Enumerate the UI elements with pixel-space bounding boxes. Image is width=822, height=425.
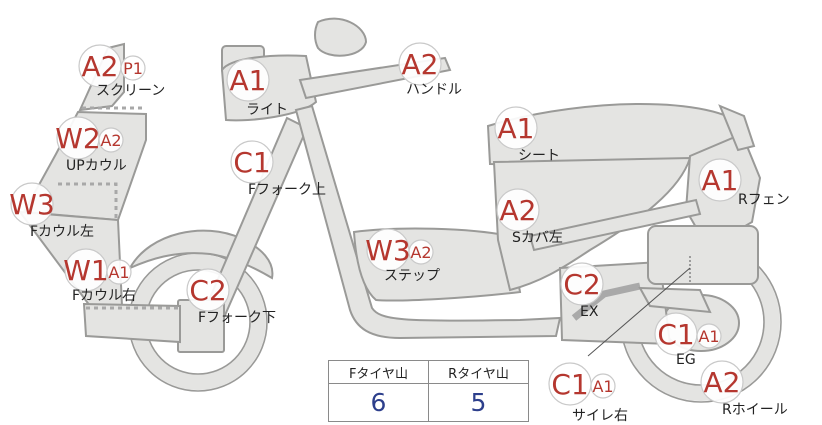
exhaust-pipe — [528, 198, 702, 252]
grade-bubble — [230, 140, 274, 184]
part-label: ステップ — [384, 268, 440, 284]
grade-badge: C1 — [657, 318, 694, 351]
part-label: Fフォーク上 — [248, 182, 326, 198]
part-seat: A1 シート — [494, 106, 560, 164]
part-label: Rホイール — [722, 402, 788, 418]
grade-badge: C2 — [563, 268, 600, 301]
grade-badge: A2 — [402, 48, 439, 81]
grade-bubble — [698, 158, 742, 202]
grade-bubble — [226, 58, 270, 102]
sub-grade-bubble — [408, 239, 434, 265]
part-label: EX — [580, 304, 599, 320]
front-tread-value: 6 — [328, 383, 429, 422]
grade-bubble — [496, 188, 540, 232]
sub-grade-badge: P1 — [123, 59, 143, 78]
rear-tread-header: Rタイヤ山 — [428, 360, 529, 384]
part-label: Fカウル右 — [72, 288, 136, 304]
part-label: UPカウル — [66, 158, 127, 174]
grade-badge: C1 — [551, 368, 588, 401]
grade-bubble — [700, 360, 744, 404]
part-label: シート — [518, 148, 560, 164]
grade-badge: A2 — [500, 194, 537, 227]
grade-badge: A2 — [704, 366, 741, 399]
front-tread-header: Fタイヤ山 — [328, 360, 429, 384]
sub-grade-badge: A1 — [592, 377, 613, 396]
exhaust-bend — [571, 282, 641, 321]
sub-grade-badge: A2 — [100, 131, 121, 150]
sub-grade-bubble — [98, 127, 124, 153]
grade-bubble — [560, 262, 604, 306]
grade-badge: A2 — [82, 50, 119, 83]
grade-badge: C2 — [189, 274, 226, 307]
sub-grade-bubble — [120, 55, 146, 81]
part-label: スクリーン — [96, 83, 165, 99]
sub-grade-badge: A1 — [108, 263, 129, 282]
part-light: A1 ライト — [226, 58, 288, 118]
sub-grade-bubble — [590, 373, 616, 399]
part-label: Fフォーク下 — [198, 310, 276, 326]
grade-bubble — [494, 106, 538, 150]
sub-grade-bubble — [696, 323, 722, 349]
air-box — [647, 225, 759, 285]
part-label: サイレ右 — [572, 408, 628, 424]
grade-badge: A1 — [702, 164, 739, 197]
grade-badge: W1 — [63, 254, 109, 287]
lower-cowl-shape — [82, 302, 181, 344]
grade-badge: C1 — [233, 146, 270, 179]
grade-badge: A1 — [230, 64, 267, 97]
grade-badge: W3 — [365, 234, 411, 267]
grade-badge: A1 — [498, 112, 535, 145]
tire-tread-table: Fタイヤ山 Rタイヤ山 6 5 — [328, 360, 529, 422]
guide-muffler — [587, 267, 691, 357]
tail-tip — [718, 104, 756, 152]
mirror-shape — [314, 17, 368, 57]
part-label: EG — [676, 352, 696, 368]
swingarm — [638, 286, 712, 314]
part-label: ライト — [246, 102, 288, 118]
sub-grade-bubble — [106, 259, 132, 285]
sub-grade-badge: A2 — [410, 243, 431, 262]
grade-bubble — [398, 42, 442, 86]
grade-bubble — [10, 182, 54, 226]
grade-badge: W2 — [55, 122, 101, 155]
part-label: Rフェン — [738, 192, 790, 208]
part-label: Fカウル左 — [30, 224, 94, 240]
grade-bubble — [186, 268, 230, 312]
part-label: Sカバ左 — [512, 230, 563, 246]
guide-cowl — [58, 182, 118, 218]
sub-grade-badge: A1 — [698, 327, 719, 346]
part-label: ハンドル — [406, 82, 462, 98]
grade-badge: W3 — [9, 188, 55, 221]
rear-tread-value: 5 — [428, 383, 529, 422]
